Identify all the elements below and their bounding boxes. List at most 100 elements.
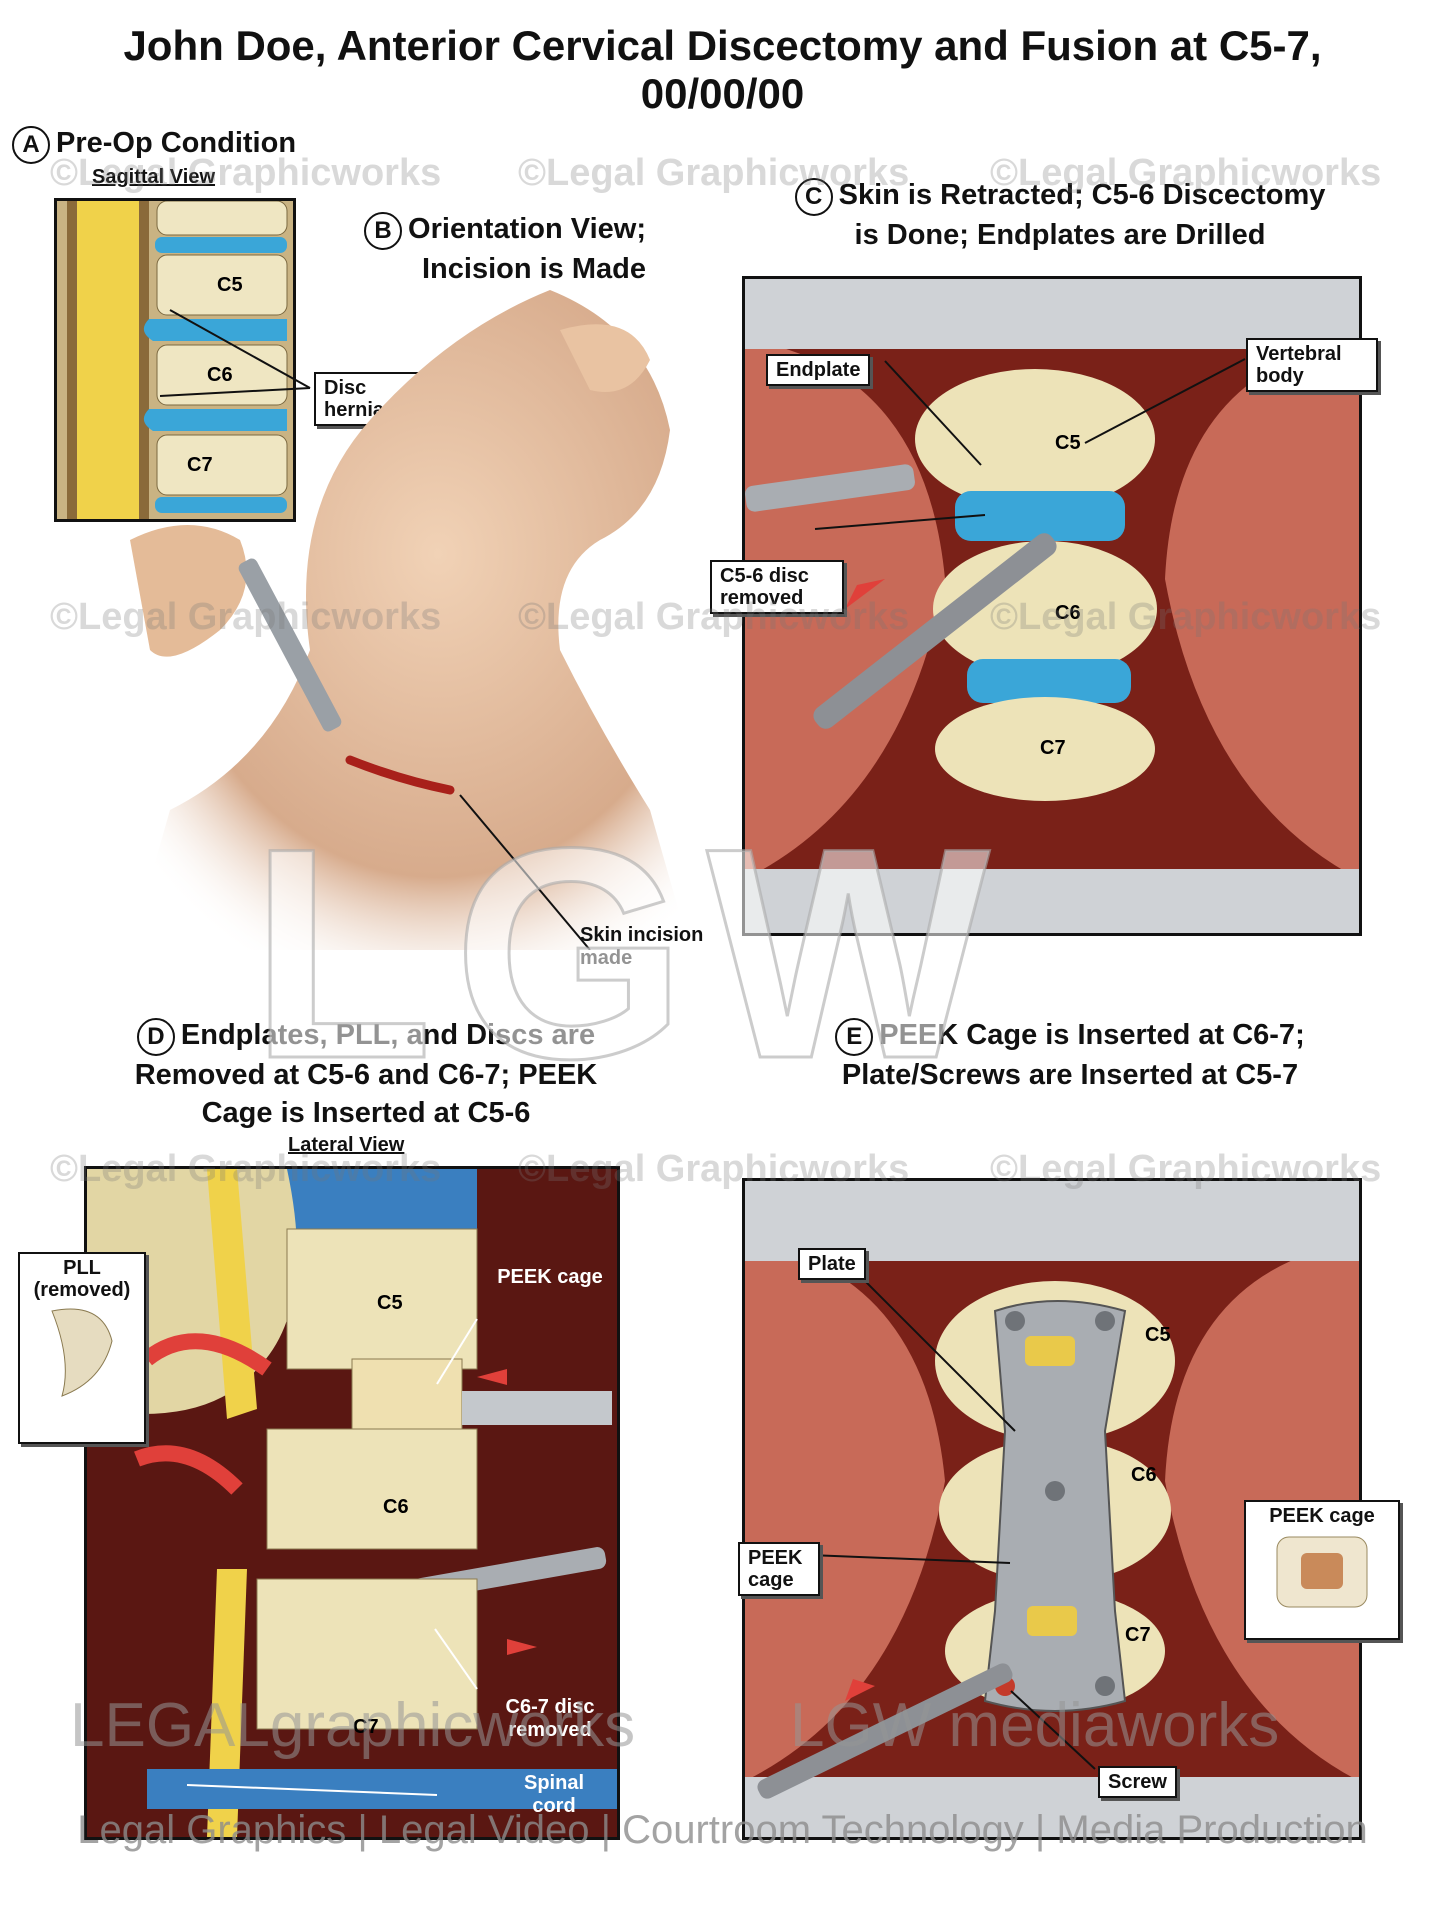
c56-disc-removed-callout: C5-6 disc removed <box>710 560 844 614</box>
pll-tissue-svg <box>51 1308 113 1397</box>
vertebra-c7 <box>256 1578 478 1730</box>
panel-d-heading-line-3: Cage is Inserted at C5-6 <box>201 1097 531 1129</box>
panel-a-letter: A <box>12 126 50 164</box>
disc-herniation-shape <box>143 319 287 341</box>
red-arrow <box>845 1679 875 1701</box>
vertebra-c6 <box>266 1428 478 1550</box>
panel-e-heading-line-1: PEEK Cage is Inserted at C6-7; <box>879 1019 1305 1051</box>
screwdriver-instrument <box>757 1663 1013 1799</box>
peek-cage-inset-svg <box>1276 1536 1368 1608</box>
level-c7: C7 <box>1125 1624 1151 1646</box>
screw-head <box>1005 1311 1025 1331</box>
panel-a-sagittal-illustration: C5 C6 C7 <box>54 198 296 522</box>
panel-b-heading-line-2: Incision is Made <box>422 253 646 285</box>
screw-callout: Screw <box>1098 1766 1177 1798</box>
title-line-2: 00/00/00 <box>640 70 805 117</box>
footer-tagline: Legal Graphics | Legal Video | Courtroom… <box>77 1808 1368 1852</box>
disc-c56-remnant <box>955 491 1125 541</box>
panel-e-heading-line-2: Plate/Screws are Inserted at C5-7 <box>841 1059 1299 1091</box>
disc-bottom <box>147 1769 617 1809</box>
panel-d-heading-line-2: Removed at C5-6 and C6-7; PEEK <box>134 1059 598 1091</box>
c67-disc-removed-callout: C6-7 disc removed <box>505 1696 595 1741</box>
retractor-top <box>745 1181 1359 1261</box>
panel-b-letter: B <box>364 212 403 250</box>
disc-top <box>277 1169 477 1239</box>
spinal-cord-shape <box>75 201 139 519</box>
incision-shape <box>345 755 455 795</box>
skin-incision-callout: Skin incision made <box>580 924 704 969</box>
panel-a-subheading: Sagittal View <box>92 166 216 188</box>
vertebra-c5 <box>286 1228 478 1370</box>
panel-b-heading-line-1: Orientation View; <box>408 213 646 245</box>
retractor-top <box>745 279 1359 349</box>
cage-inserter <box>462 1391 612 1425</box>
retractor-bottom <box>745 869 1359 933</box>
peek-cage-callout-e: PEEK cage <box>738 1542 820 1596</box>
vertebral-body-callout: Vertebral body <box>1246 338 1378 392</box>
level-c6: C6 <box>383 1496 409 1518</box>
panel-d-heading-line-1: Endplates, PLL, and Discs are <box>180 1019 596 1051</box>
peek-cage-inset-label: PEEK cage <box>1269 1505 1375 1527</box>
red-arrow <box>507 1639 537 1655</box>
cage-window-lower <box>1027 1606 1077 1636</box>
disc-herniation-shape <box>143 409 287 431</box>
title-line-1: John Doe, Anterior Cervical Discectomy a… <box>123 22 1322 69</box>
screw-head <box>1095 1676 1115 1696</box>
disc-shape <box>155 237 287 253</box>
panel-d-lateral-illustration: C5 C6 C7 <box>84 1166 620 1840</box>
panel-c-heading-line-2: is Done; Endplates are Drilled <box>854 219 1266 251</box>
panel-e-letter: E <box>835 1018 874 1056</box>
sagittal-spine-svg: C5 C6 C7 <box>57 201 293 519</box>
panel-a-leader-lines <box>160 309 311 397</box>
lateral-spine-svg: C5 C6 C7 <box>87 1169 617 1837</box>
level-c6: C6 <box>1131 1464 1157 1486</box>
panel-b-neck-illustration <box>130 290 690 950</box>
level-c7: C7 <box>353 1716 379 1738</box>
hand-shape <box>130 525 247 657</box>
cage-window-upper <box>1025 1336 1075 1366</box>
panel-d-letter: D <box>136 1018 175 1056</box>
screw-head <box>1045 1481 1065 1501</box>
neck-shape <box>130 290 690 950</box>
page-title: John Doe, Anterior Cervical Discectomy a… <box>0 22 1445 118</box>
panel-c-letter: C <box>794 178 833 216</box>
disc-shape <box>155 497 287 513</box>
scalpel-shape <box>238 558 342 732</box>
red-arrow <box>845 579 885 609</box>
tissue-left <box>745 1241 945 1781</box>
level-c5: C5 <box>217 274 243 296</box>
pll-removed-inset: PLL (removed) <box>18 1252 146 1444</box>
retractor-bottom <box>745 1777 1359 1837</box>
rongeur-instrument <box>813 533 1057 729</box>
vertebra-c5 <box>156 254 288 316</box>
level-c5: C5 <box>1055 432 1081 454</box>
vertebra-c5 <box>915 369 1155 509</box>
plate-callout: Plate <box>798 1248 866 1280</box>
pll-removed-callout: PLL (removed) <box>33 1257 131 1301</box>
level-c6: C6 <box>1055 602 1081 624</box>
vertebra-top <box>156 201 288 236</box>
anterior-plate <box>983 1300 1127 1712</box>
level-c7: C7 <box>187 454 213 476</box>
vertebra-c7 <box>935 697 1155 801</box>
panel-d-subheading: Lateral View <box>288 1134 405 1156</box>
panel-c-heading-line-1: Skin is Retracted; C5-6 Discectomy <box>838 179 1326 211</box>
screw-head <box>1095 1311 1115 1331</box>
level-c7: C7 <box>1040 737 1066 759</box>
vertebra-c7 <box>156 434 288 496</box>
peek-cage-inset: PEEK cage <box>1244 1500 1400 1640</box>
tissue-right <box>1165 339 1359 879</box>
red-arrow <box>477 1369 507 1385</box>
level-c5: C5 <box>1145 1324 1171 1346</box>
disc-c67 <box>967 659 1131 703</box>
spinal-cord-callout: Spinal cord <box>523 1772 584 1817</box>
chin-shape <box>560 324 650 392</box>
level-c5: C5 <box>377 1292 403 1314</box>
panel-a-heading-text: Pre-Op Condition <box>56 127 297 159</box>
level-c6: C6 <box>207 364 233 386</box>
curved-arrow <box>142 1333 272 1376</box>
curved-arrow <box>134 1445 243 1495</box>
